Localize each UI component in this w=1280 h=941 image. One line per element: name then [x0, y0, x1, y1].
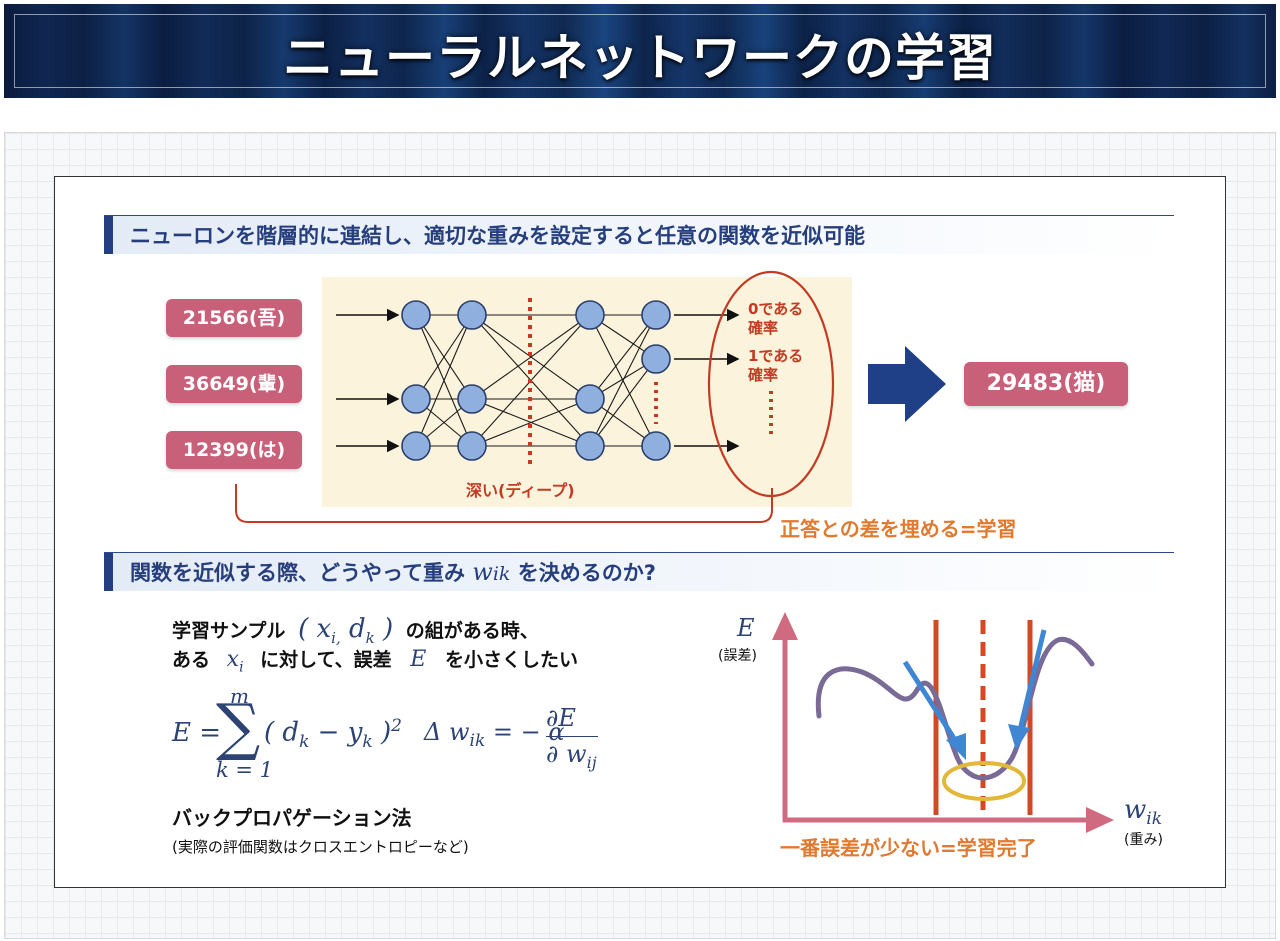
e-var: E: [410, 647, 427, 672]
neuron-node: [457, 300, 487, 330]
output-label-p0-line2: 確率: [748, 319, 779, 337]
text-line2-b: に対して、誤差: [260, 649, 392, 671]
text-line-1: 学習サンプル ( xi, dk ) の組がある時、: [172, 614, 539, 647]
error-curve: [815, 636, 1095, 781]
heading-2-after: を決めるのか?: [517, 561, 656, 585]
output-label-p1-line1: 1である: [748, 347, 804, 365]
deep-label: 深い(ディープ): [466, 481, 575, 500]
heading-2-before: 関数を近似する際、どうやって重み: [130, 561, 465, 585]
x-axis-arrowhead: [1086, 807, 1114, 833]
output-label-p1-line2: 確率: [748, 366, 779, 384]
sample-tuple: ( xi, dk ): [298, 614, 394, 648]
graph-y-var: E: [737, 614, 755, 642]
neuron-node: [401, 300, 431, 330]
section-heading-2: 関数を近似する際、どうやって重み wik を決めるのか?: [104, 552, 1174, 591]
formula-e-lhs: E =: [172, 718, 222, 748]
minimum-ellipse: [942, 761, 1026, 801]
result-pill: 29483(猫): [964, 362, 1128, 406]
descent-arrow-right-shaft: [1017, 629, 1047, 731]
descent-arrow-left-head: [946, 733, 966, 760]
descent-arrow-right-head: [1008, 724, 1030, 750]
text-line2-c: を小さくしたい: [444, 649, 578, 671]
output-arrows: [674, 308, 740, 453]
formula-block: E = m ∑ k = 1 ( dk − yk )2 Δ wik = − α ∂…: [172, 670, 612, 790]
input-pill-2: 36649(輩): [166, 365, 302, 403]
output-label-p0-line1: 0である: [748, 300, 804, 318]
frac-denominator: ∂ wij: [546, 740, 597, 772]
neuron-node: [641, 431, 671, 461]
input-pill-3: 12399(は): [166, 431, 302, 469]
big-right-arrow: [868, 346, 946, 422]
sum-symbol: ∑: [216, 690, 261, 763]
network-nodes: [401, 300, 671, 461]
network-edge: [471, 314, 591, 400]
input-pill-1: 21566(吾): [166, 299, 302, 337]
title-banner: ニューラルネットワークの学習: [4, 4, 1276, 98]
formula-e-rhs: ( dk − yk )2: [264, 716, 402, 752]
network-edge: [589, 358, 657, 447]
heading-2-sub: ik: [492, 563, 511, 585]
section-heading-2-text: 関数を近似する際、どうやって重み wik を決めるのか?: [130, 557, 656, 587]
output-label-p0: 0である 確率: [748, 300, 803, 338]
network-edge: [589, 314, 657, 447]
input-arrows: [336, 308, 400, 453]
heading-accent-bar: [104, 553, 113, 591]
descent-arrow-left-shaft: [902, 660, 960, 745]
feedback-line: [235, 484, 773, 523]
fraction-bar: [546, 736, 598, 737]
banner-frame: [14, 14, 1266, 88]
x-i-var: xi: [226, 647, 244, 676]
text-line2-a: ある: [172, 649, 211, 671]
feedback-label: 正答との差を埋める=学習: [780, 517, 1017, 541]
graph-caption: 一番誤差が少ない=学習完了: [780, 836, 1037, 860]
neuron-node: [401, 384, 431, 414]
neuron-node: [641, 300, 671, 330]
neuron-node: [575, 300, 605, 330]
sum-upper: m: [230, 684, 249, 708]
neuron-node: [641, 344, 671, 374]
text-line1-b: の組がある時、: [405, 620, 539, 642]
graph-x-var: wik: [1124, 795, 1162, 829]
text-line1-a: 学習サンプル: [172, 620, 286, 642]
network-edge: [415, 314, 473, 400]
network-edge: [589, 314, 657, 400]
graph-x-var-main: w: [1124, 795, 1147, 825]
graph-x-label: (重み): [1124, 832, 1163, 848]
formula-delta: Δ wik = − α: [424, 718, 565, 751]
network-edge: [415, 314, 473, 447]
graph-x-var-sub: ik: [1146, 809, 1163, 830]
neuron-node: [457, 384, 487, 414]
network-edge: [471, 398, 591, 447]
neuron-node: [575, 431, 605, 461]
heading-2-var: w: [472, 558, 493, 586]
heading-accent-bar: [104, 216, 113, 254]
neuron-node: [401, 431, 431, 461]
method-note: (実際の評価関数はクロスエントロピーなど): [172, 838, 469, 856]
method-name: バックプロパゲーション法: [172, 806, 412, 830]
section-heading-1-text: ニューロンを階層的に連結し、適切な重みを設定すると任意の関数を近似可能: [130, 224, 865, 248]
y-axis-arrowhead: [772, 612, 798, 640]
frac-numerator: ∂E: [546, 704, 576, 732]
graph-y-label: (誤差): [718, 648, 757, 664]
output-label-p1: 1である 確率: [748, 347, 803, 385]
neuron-node: [457, 431, 487, 461]
text-line-2: ある xi に対して、誤差 E を小さくしたい: [172, 645, 578, 675]
page-title: ニューラルネットワークの学習: [283, 29, 997, 87]
section-heading-1: ニューロンを階層的に連結し、適切な重みを設定すると任意の関数を近似可能: [104, 215, 1174, 254]
sum-lower: k = 1: [216, 758, 274, 782]
neuron-node: [575, 384, 605, 414]
